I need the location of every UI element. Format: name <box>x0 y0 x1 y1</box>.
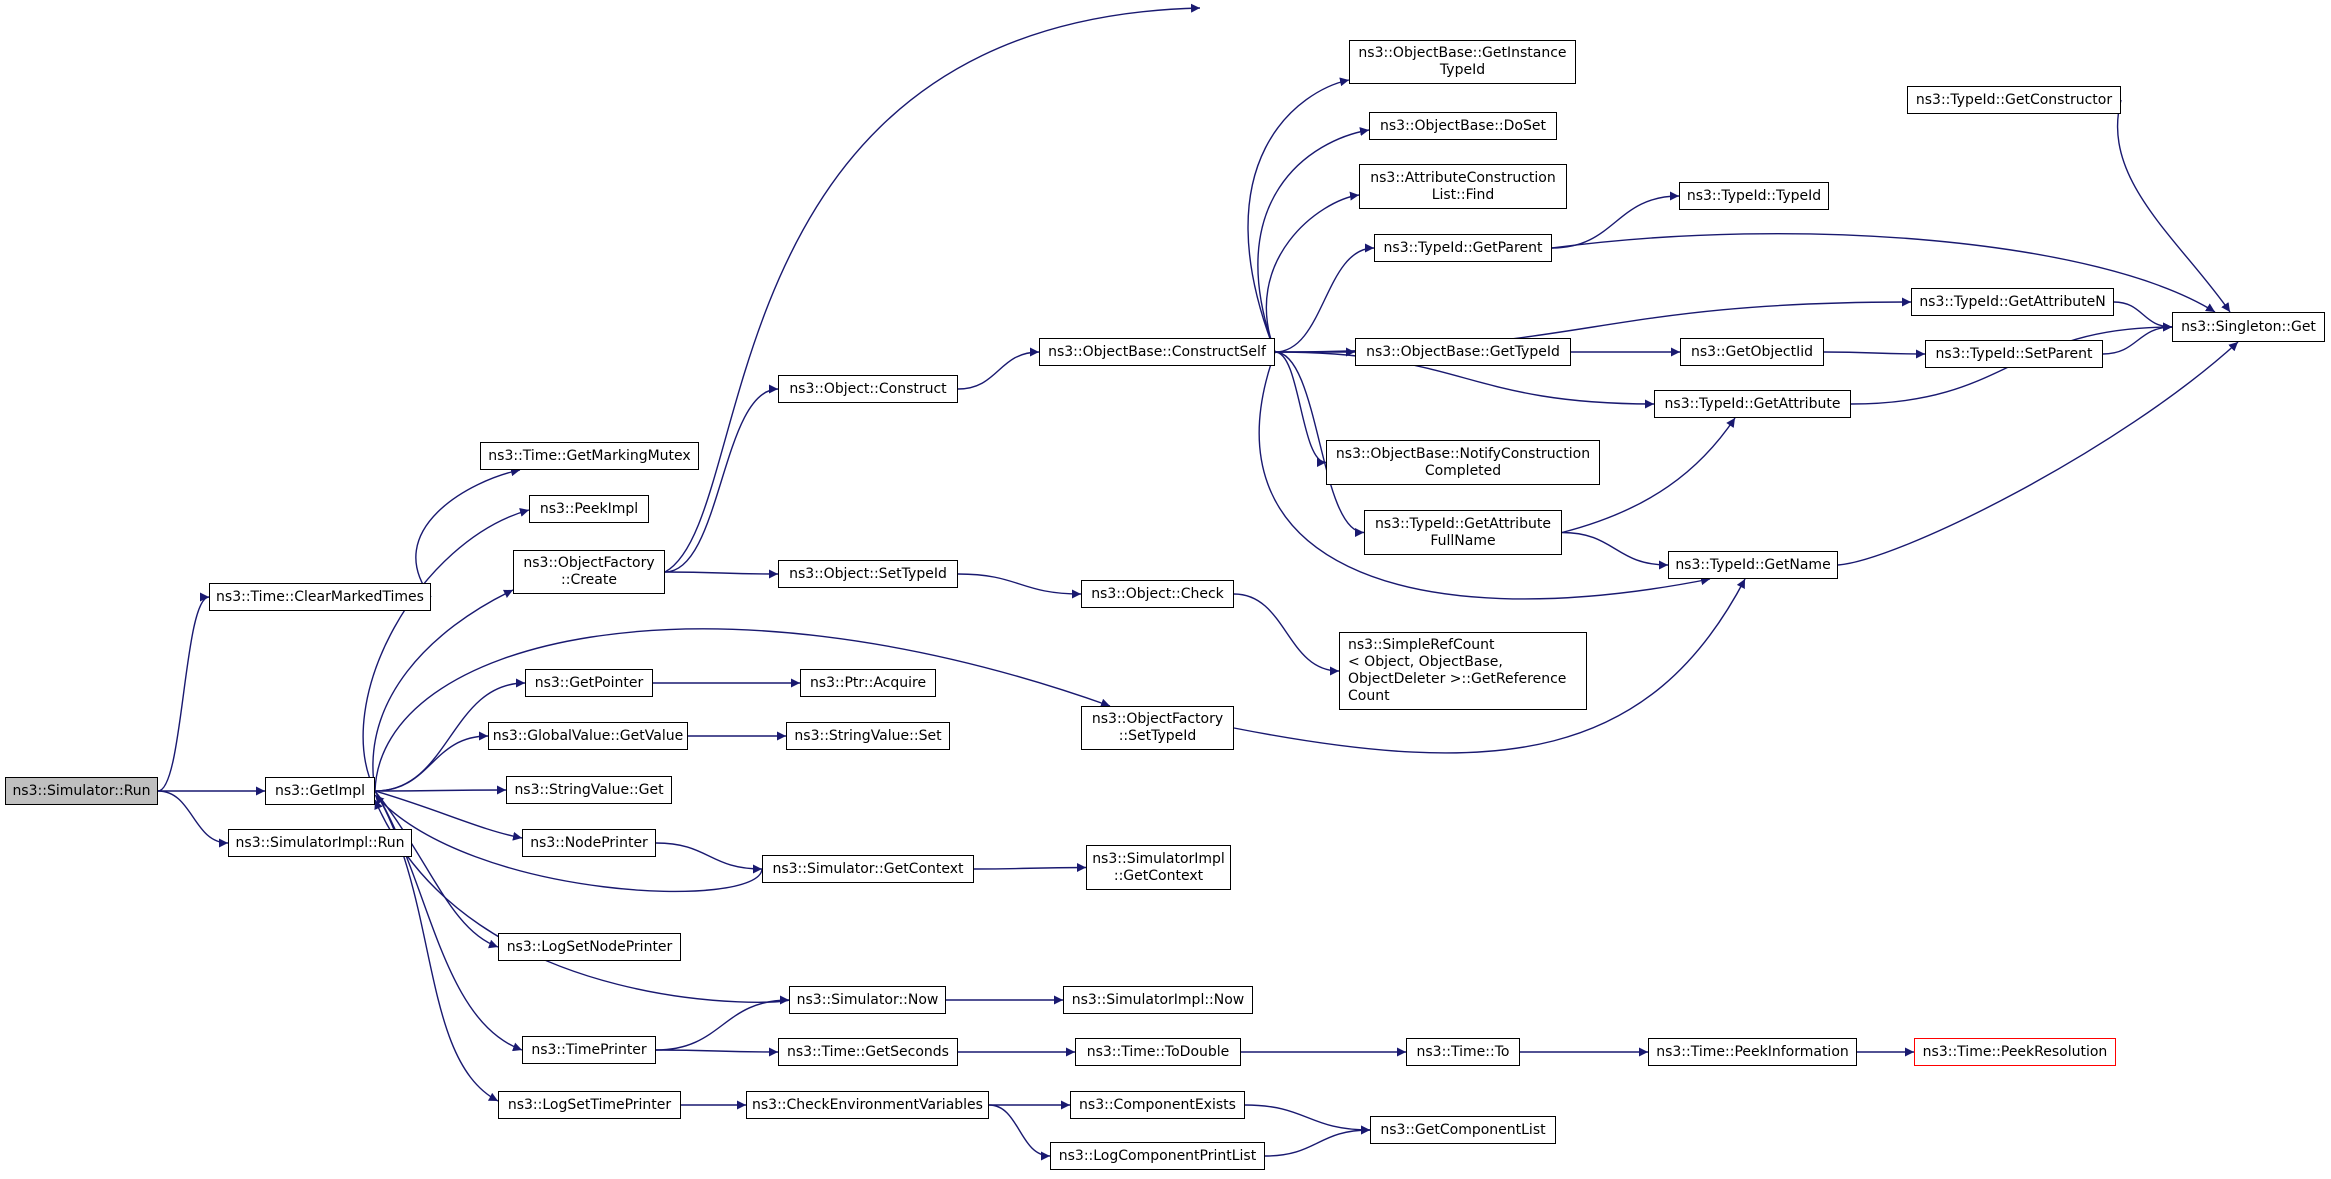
node-time-peekinformation[interactable]: ns3::Time::PeekInformation <box>1648 1038 1857 1066</box>
node-logsettimeprinter[interactable]: ns3::LogSetTimePrinter <box>498 1091 681 1119</box>
node-componentexists[interactable]: ns3::ComponentExists <box>1070 1091 1245 1119</box>
node-marking-mutex[interactable]: ns3::Time::GetMarkingMutex <box>480 442 699 470</box>
node-objfactory-settypeid[interactable]: ns3::ObjectFactory ::SetTypeId <box>1081 706 1234 750</box>
node-typeid-typeid[interactable]: ns3::TypeId::TypeId <box>1679 182 1829 210</box>
edge-getimpl-to-peekimpl <box>362 508 530 792</box>
node-sim-run[interactable]: ns3::Simulator::Run <box>5 777 158 805</box>
edge-objbase-constructself-to-typeid-getattributefullname <box>1274 351 1365 537</box>
node-sim-getcontext[interactable]: ns3::Simulator::GetContext <box>762 855 974 883</box>
node-getobjectiid[interactable]: ns3::GetObjectIid <box>1680 338 1824 366</box>
edge-typeid-setparent-to-singleton-get <box>2102 322 2173 355</box>
node-sim-now[interactable]: ns3::Simulator::Now <box>789 986 946 1014</box>
node-objbase-gettypeid[interactable]: ns3::ObjectBase::GetTypeId <box>1355 338 1571 366</box>
edge-getimpl-to-timeprinter <box>374 790 523 1052</box>
node-objbase-doset[interactable]: ns3::ObjectBase::DoSet <box>1369 112 1557 140</box>
edge-objfactory-create-to-object-settypeid <box>664 569 779 579</box>
node-typeid-getattributefullname[interactable]: ns3::TypeId::GetAttribute FullName <box>1364 510 1562 555</box>
edge-object-check-to-simplerefcount <box>1233 593 1340 676</box>
edge-typeid-getparent-to-singleton-get <box>1551 232 2216 313</box>
edge-objbase-constructself-to-objbase-notifyconstructioncompleted <box>1274 351 1327 467</box>
edge-objbase-constructself-to-typeid-getname <box>1258 351 1711 600</box>
node-simimpl-getcontext[interactable]: ns3::SimulatorImpl ::GetContext <box>1086 845 1231 890</box>
node-getcomponentlist[interactable]: ns3::GetComponentList <box>1370 1116 1556 1144</box>
node-time-to[interactable]: ns3::Time::To <box>1406 1038 1520 1066</box>
edge-sim-getcontext-to-getimpl <box>374 794 763 893</box>
edge-objbase-constructself-to-objbase-doset <box>1257 127 1370 353</box>
edge-getimpl-to-objfactory-create <box>372 589 514 792</box>
edge-sim-getcontext-to-simimpl-getcontext <box>973 863 1087 873</box>
node-time-getseconds[interactable]: ns3::Time::GetSeconds <box>778 1038 958 1066</box>
edge-getimpl-to-stringvalue-get <box>374 785 507 795</box>
edge-getimpl-to-logsetnodeprinter <box>374 790 499 949</box>
node-objfactory-create[interactable]: ns3::ObjectFactory ::Create <box>513 550 665 594</box>
edge-clear-marked-to-marking-mutex <box>415 467 521 598</box>
edge-sim-run-to-clear-marked <box>157 592 210 792</box>
node-singleton-get[interactable]: ns3::Singleton::Get <box>2172 312 2325 342</box>
node-object-check[interactable]: ns3::Object::Check <box>1081 580 1234 608</box>
edge-getimpl-to-globalvalue-getvalue <box>374 731 489 792</box>
edge-typeid-getattributefullname-to-typeid-getattribute <box>1561 417 1736 534</box>
node-timeprinter[interactable]: ns3::TimePrinter <box>522 1036 656 1064</box>
node-getimpl[interactable]: ns3::GetImpl <box>265 777 375 805</box>
edge-typeid-getconstructor-to-singleton-get <box>2116 99 2231 313</box>
edge-objbase-constructself-to-attrconstructionlist-find <box>1265 191 1360 353</box>
edge-nodeprinter-to-sim-getcontext <box>655 842 763 874</box>
edge-object-construct-to-objbase-constructself <box>957 347 1040 390</box>
node-peekimpl[interactable]: ns3::PeekImpl <box>529 495 649 523</box>
node-clear-marked[interactable]: ns3::Time::ClearMarkedTimes <box>209 583 431 611</box>
edge-objbase-constructself-to-typeid-getattribute <box>1274 351 1655 409</box>
node-logsetnodeprinter[interactable]: ns3::LogSetNodePrinter <box>498 933 681 961</box>
edge-sim-run-to-simimpl-run <box>157 790 229 848</box>
node-simimpl-now[interactable]: ns3::SimulatorImpl::Now <box>1063 986 1253 1014</box>
edge-object-settypeid-to-object-check <box>957 573 1082 599</box>
node-typeid-getname[interactable]: ns3::TypeId::GetName <box>1668 551 1838 579</box>
edge-typeid-getname-to-singleton-get <box>1837 341 2239 566</box>
edge-getobjectiid-to-typeid-setparent <box>1823 349 1926 359</box>
node-simplerefcount[interactable]: ns3::SimpleRefCount < Object, ObjectBase… <box>1339 632 1587 710</box>
edge-objbase-constructself-to-typeid-getparent <box>1274 243 1375 353</box>
node-logcomponentprintlist[interactable]: ns3::LogComponentPrintList <box>1050 1142 1265 1170</box>
node-simimpl-run[interactable]: ns3::SimulatorImpl::Run <box>228 829 412 857</box>
node-objbase-notifyconstructioncompleted[interactable]: ns3::ObjectBase::NotifyConstruction Comp… <box>1326 440 1600 485</box>
node-time-peekresolution[interactable]: ns3::Time::PeekResolution <box>1914 1038 2116 1066</box>
node-typeid-setparent[interactable]: ns3::TypeId::SetParent <box>1925 340 2103 368</box>
node-checkenv[interactable]: ns3::CheckEnvironmentVariables <box>746 1091 989 1119</box>
node-globalvalue-getvalue[interactable]: ns3::GlobalValue::GetValue <box>488 722 688 750</box>
edge-timeprinter-to-sim-now <box>655 995 790 1051</box>
edge-timeprinter-to-time-getseconds <box>655 1047 779 1057</box>
edge-getimpl-to-nodeprinter <box>374 790 523 841</box>
node-stringvalue-set[interactable]: ns3::StringValue::Set <box>786 722 950 750</box>
node-objbase-getinstancetypeid[interactable]: ns3::ObjectBase::GetInstance TypeId <box>1349 40 1576 84</box>
node-object-construct[interactable]: ns3::Object::Construct <box>778 375 958 403</box>
edge-componentexists-to-getcomponentlist <box>1244 1104 1371 1135</box>
node-ptr-acquire[interactable]: ns3::Ptr::Acquire <box>800 669 936 697</box>
node-getpointer[interactable]: ns3::GetPointer <box>525 669 653 697</box>
edge-getimpl-to-objfactory-settypeid <box>374 628 1111 792</box>
node-typeid-getattributen[interactable]: ns3::TypeId::GetAttributeN <box>1911 288 2114 316</box>
edge-logcomponentprintlist-to-getcomponentlist <box>1264 1125 1371 1157</box>
edge-objbase-constructself-to-objbase-getinstancetypeid <box>1247 77 1350 353</box>
node-objbase-constructself[interactable]: ns3::ObjectBase::ConstructSelf <box>1039 338 1275 366</box>
node-attrconstructionlist-find[interactable]: ns3::AttributeConstruction List::Find <box>1359 164 1567 209</box>
edge-objfactory-create-to-object-construct <box>664 384 779 573</box>
edge-checkenv-to-logcomponentprintlist <box>988 1104 1051 1161</box>
edge-typeid-getattributefullname-to-typeid-getname <box>1561 531 1669 570</box>
node-typeid-getparent[interactable]: ns3::TypeId::GetParent <box>1374 234 1552 262</box>
edge-objfactory-create-to-typeid-getconstructor <box>664 3 1201 573</box>
node-stringvalue-get[interactable]: ns3::StringValue::Get <box>506 776 672 804</box>
edge-typeid-getattributen-to-singleton-get <box>2113 301 2173 332</box>
node-time-todouble[interactable]: ns3::Time::ToDouble <box>1075 1038 1241 1066</box>
edge-objfactory-settypeid-to-typeid-getname <box>1233 578 1746 754</box>
node-typeid-getattribute[interactable]: ns3::TypeId::GetAttribute <box>1654 390 1851 418</box>
node-nodeprinter[interactable]: ns3::NodePrinter <box>522 829 656 857</box>
node-object-settypeid[interactable]: ns3::Object::SetTypeId <box>778 560 958 588</box>
node-typeid-getconstructor[interactable]: ns3::TypeId::GetConstructor <box>1907 86 2121 114</box>
